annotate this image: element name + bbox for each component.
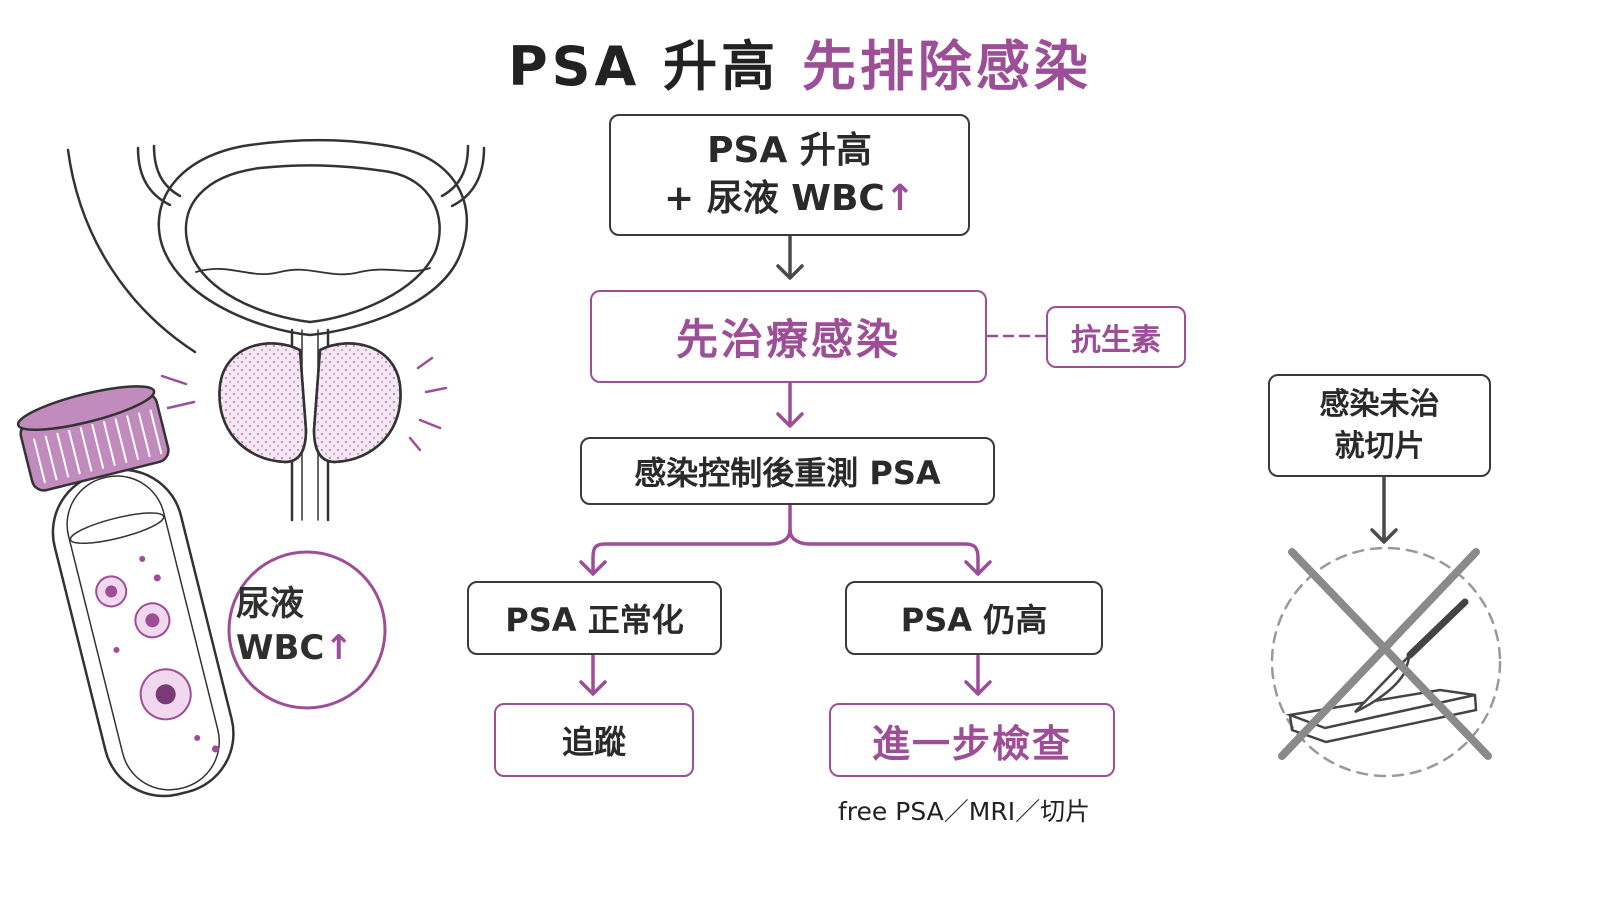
psa-elevated-line: PSA 升高 <box>707 130 872 171</box>
title-accent: 先排除感染 <box>801 35 1092 98</box>
further-exam-box: 進一步檢查 <box>829 703 1115 777</box>
psa-normal-box: PSA 正常化 <box>467 581 722 655</box>
up-arrow-icon: ↑ <box>884 178 915 219</box>
urine-wbc-label: 尿液 WBC↑ <box>236 582 366 670</box>
urine-wbc-circle <box>227 550 387 710</box>
psa-normal-label: PSA 正常化 <box>505 601 684 639</box>
antibiotic-box: 抗生素 <box>1046 306 1186 368</box>
flow-connectors <box>579 235 1398 696</box>
urine-label: 尿液 <box>236 584 304 624</box>
title-prefix: PSA 升高 <box>508 35 780 98</box>
psa-elevated-box: PSA 升高 + 尿液 WBC↑ <box>609 114 970 236</box>
test-tube-illustration <box>16 385 235 798</box>
treat-infection-label: 先治療感染 <box>675 315 901 364</box>
wbc-label: WBC <box>236 628 325 668</box>
untreated-biopsy-warning-box: 感染未治 就切片 <box>1268 374 1491 477</box>
warning-line1: 感染未治 <box>1319 386 1440 422</box>
retest-psa-box: 感染控制後重測 PSA <box>580 437 995 505</box>
retest-psa-label: 感染控制後重測 PSA <box>634 454 941 492</box>
page-title: PSA 升高 先排除感染 <box>0 22 1600 101</box>
bladder-prostate-illustration <box>66 138 486 522</box>
psa-still-high-box: PSA 仍高 <box>845 581 1103 655</box>
psa-still-high-label: PSA 仍高 <box>900 601 1048 639</box>
warning-line2: 就切片 <box>1334 428 1425 464</box>
no-biopsy-illustration <box>1270 546 1502 778</box>
urine-wbc-line: + 尿液 WBC↑ <box>664 175 915 223</box>
further-exam-label: 進一步檢查 <box>871 721 1072 766</box>
follow-up-box: 追蹤 <box>494 703 694 777</box>
treat-infection-box: 先治療感染 <box>590 290 987 383</box>
follow-up-label: 追蹤 <box>561 723 626 761</box>
antibiotic-label: 抗生素 <box>1071 323 1161 358</box>
up-arrow-icon: ↑ <box>324 628 353 668</box>
urine-wbc-text: + 尿液 WBC <box>664 178 885 219</box>
further-exam-note: free PSA／MRI／切片 <box>838 797 1091 826</box>
